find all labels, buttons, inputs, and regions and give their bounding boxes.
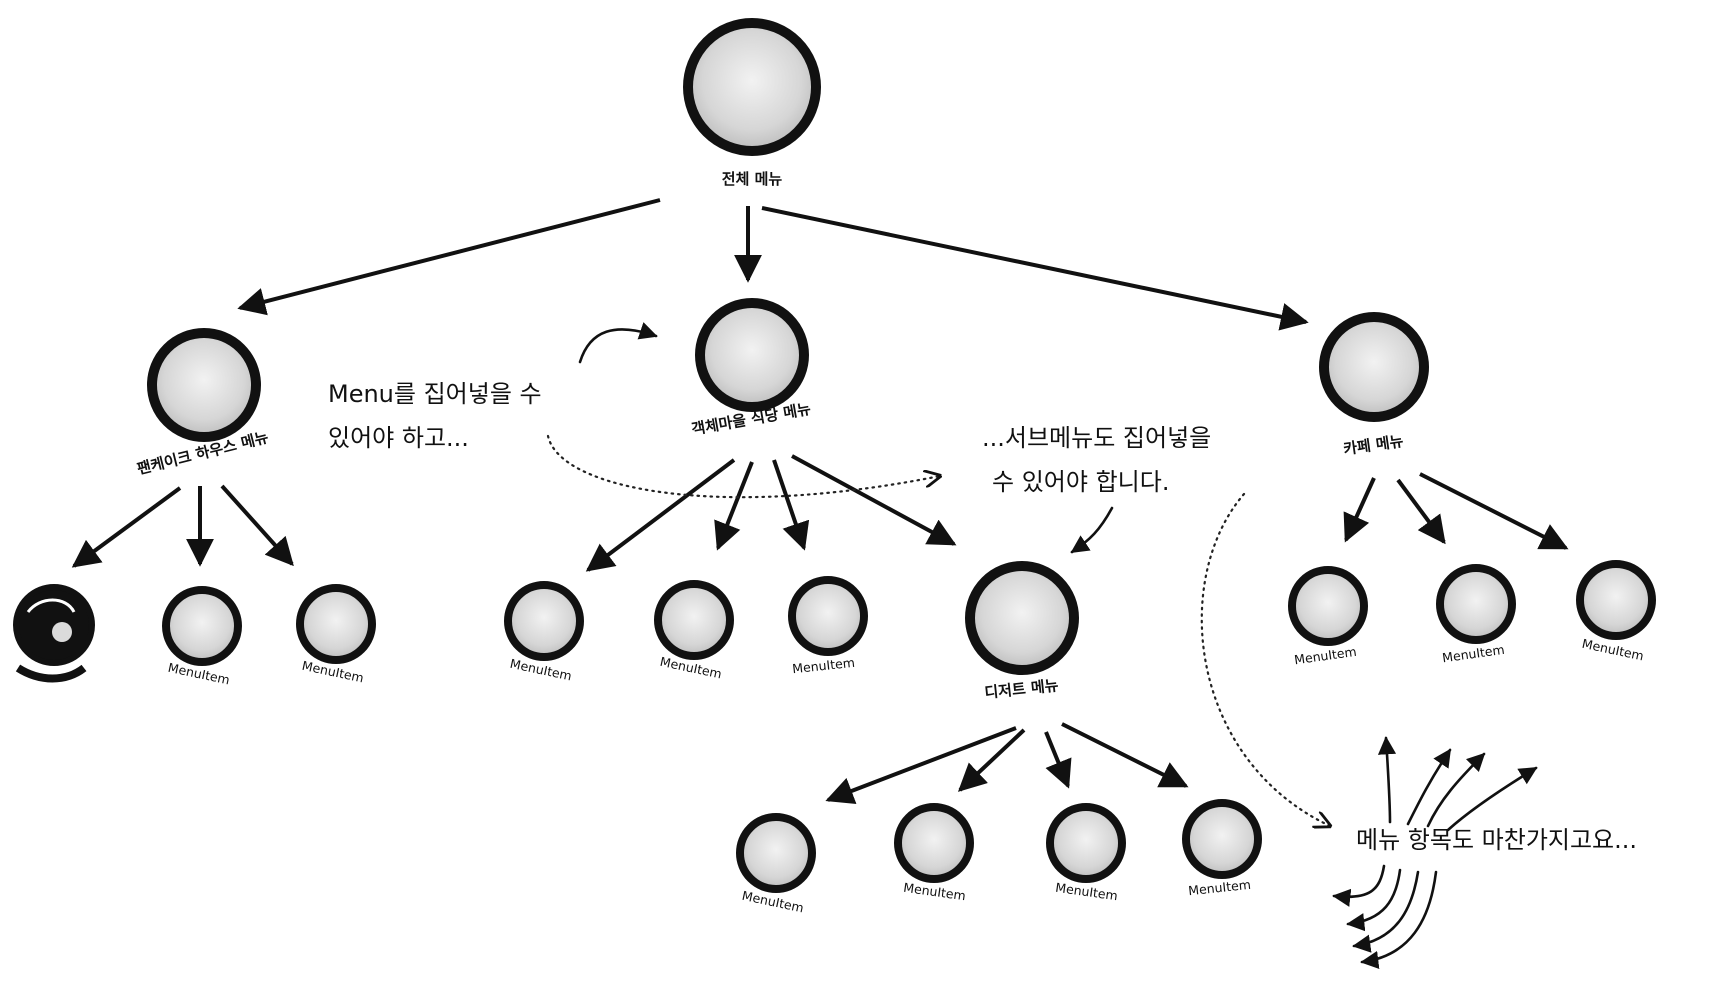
menuitem-label: MenuItem — [1581, 636, 1646, 664]
node-root: 전체 메뉴 — [683, 18, 821, 188]
dessert-item-2: MenuItem — [894, 803, 974, 904]
node-dessert-label: 디저트 메뉴 — [984, 676, 1060, 702]
tree-edges — [71, 198, 1569, 805]
note-bottom: 메뉴 항목도 마찬가지고요... — [1356, 826, 1637, 854]
node-diner: 객체마을 식당 메뉴 — [690, 298, 812, 438]
cafe-item-2: MenuItem — [1436, 564, 1516, 666]
note-left-line1: Menu를 집어넣을 수 — [328, 380, 542, 408]
edge-cafe-item1 — [1343, 477, 1376, 543]
edge-pancake-item3 — [220, 484, 294, 567]
edge-pancake-item1 — [71, 486, 182, 568]
node-cafe-label: 카페 메뉴 — [1342, 432, 1405, 458]
dotted-arrow-to-submenu-note — [546, 434, 940, 499]
curved-arrow-to-diner — [578, 322, 658, 364]
edge-diner-item3 — [772, 459, 810, 551]
edge-dessert-item3 — [1044, 731, 1072, 789]
diner-item-2: MenuItem — [654, 580, 734, 681]
menuitem-label: MenuItem — [1293, 644, 1357, 668]
dessert-item-1: MenuItem — [736, 813, 816, 915]
note-right-line1: ...서브메뉴도 집어넣을 — [982, 424, 1211, 452]
edge-cafe-item2 — [1396, 478, 1446, 545]
node-root-label: 전체 메뉴 — [722, 170, 783, 188]
note-insert-menu: Menu를 집어넣을 수 있어야 하고... — [328, 380, 542, 452]
edge-root-pancake — [237, 198, 661, 316]
dessert-item-3: MenuItem — [1046, 803, 1126, 904]
edge-diner-item1 — [585, 458, 736, 572]
pancake-item-2: MenuItem — [162, 586, 242, 687]
annotation-arrows — [546, 322, 1538, 969]
node-pancake: 팬케이크 하우스 메뉴 — [135, 328, 270, 478]
menuitem-label: MenuItem — [1054, 880, 1118, 904]
diner-item-3: MenuItem — [788, 576, 868, 676]
pancake-item-1-dark — [13, 584, 95, 683]
dessert-item-4: MenuItem — [1182, 799, 1262, 898]
diner-item-1: MenuItem — [504, 581, 584, 683]
note-right-line2: 수 있어야 합니다. — [992, 468, 1169, 496]
node-cafe: 카페 메뉴 — [1319, 312, 1429, 458]
curved-arrow-to-dessert — [1070, 506, 1114, 554]
note-left-line2: 있어야 하고... — [328, 424, 469, 452]
menuitem-label: MenuItem — [1188, 877, 1252, 898]
cafe-item-3: MenuItem — [1576, 560, 1656, 664]
burst-arrows — [1332, 736, 1538, 969]
node-dessert: 디저트 메뉴 — [965, 561, 1079, 702]
edge-diner-item2 — [714, 461, 754, 551]
menuitem-label: MenuItem — [902, 880, 966, 904]
cafe-item-1: MenuItem — [1288, 566, 1368, 668]
edge-dessert-item1 — [825, 726, 1017, 805]
dotted-arrow-to-item-note — [1200, 492, 1330, 826]
edge-dessert-item2 — [957, 728, 1026, 792]
menuitem-label: MenuItem — [1441, 642, 1505, 666]
edge-diner-dessert — [791, 454, 957, 546]
note-menu-items-too: 메뉴 항목도 마찬가지고요... — [1356, 826, 1637, 854]
note-insert-submenu: ...서브메뉴도 집어넣을 수 있어야 합니다. — [982, 424, 1211, 496]
menuitem-label: MenuItem — [792, 655, 856, 676]
pancake-item-3: MenuItem — [296, 584, 376, 685]
edge-cafe-item3 — [1419, 472, 1569, 550]
edge-root-cafe — [761, 206, 1309, 331]
edge-dessert-item4 — [1061, 722, 1189, 788]
